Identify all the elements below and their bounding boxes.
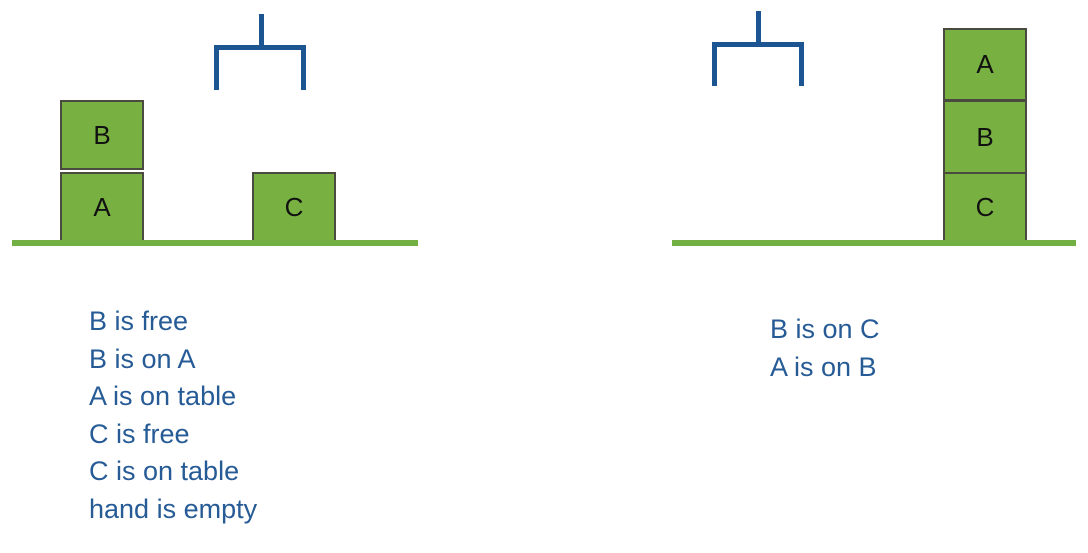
fact: A is on B — [770, 351, 877, 382]
table-surface — [12, 240, 418, 246]
table-surface — [672, 240, 1076, 246]
robot-hand-icon — [712, 11, 804, 87]
initial-facts-list: B is free B is on A A is on table C is f… — [89, 303, 257, 528]
fact: B is free — [89, 306, 189, 336]
goal-facts-list: B is on C A is on B — [770, 311, 880, 386]
fact: C is free — [89, 418, 190, 449]
fact: B is on A — [89, 343, 196, 374]
fact: C is on table — [89, 456, 240, 486]
block-a: A — [60, 172, 144, 242]
fact: B is on C — [770, 314, 880, 344]
block-b: B — [60, 100, 144, 170]
robot-hand-icon — [214, 14, 306, 92]
block-c: C — [943, 172, 1027, 242]
fact: A is on table — [89, 381, 237, 411]
block-b: B — [943, 100, 1027, 174]
block-c: C — [252, 172, 336, 242]
block-a: A — [943, 28, 1027, 101]
fact: hand is empty — [89, 493, 258, 524]
